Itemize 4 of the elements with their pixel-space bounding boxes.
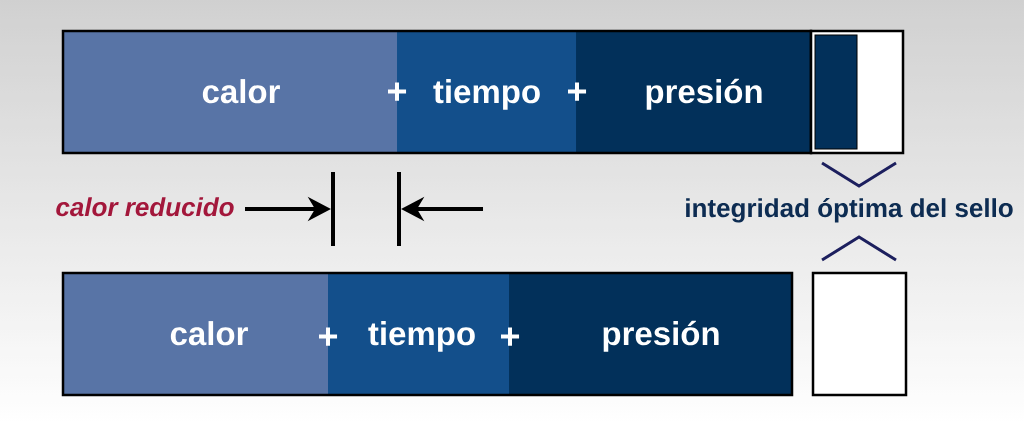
filled-bar — [814, 34, 858, 150]
annotation-text: integridad óptima del sello — [686, 197, 1013, 223]
dimension-label: calor reducido — [56, 197, 234, 217]
seal-box — [811, 271, 908, 397]
